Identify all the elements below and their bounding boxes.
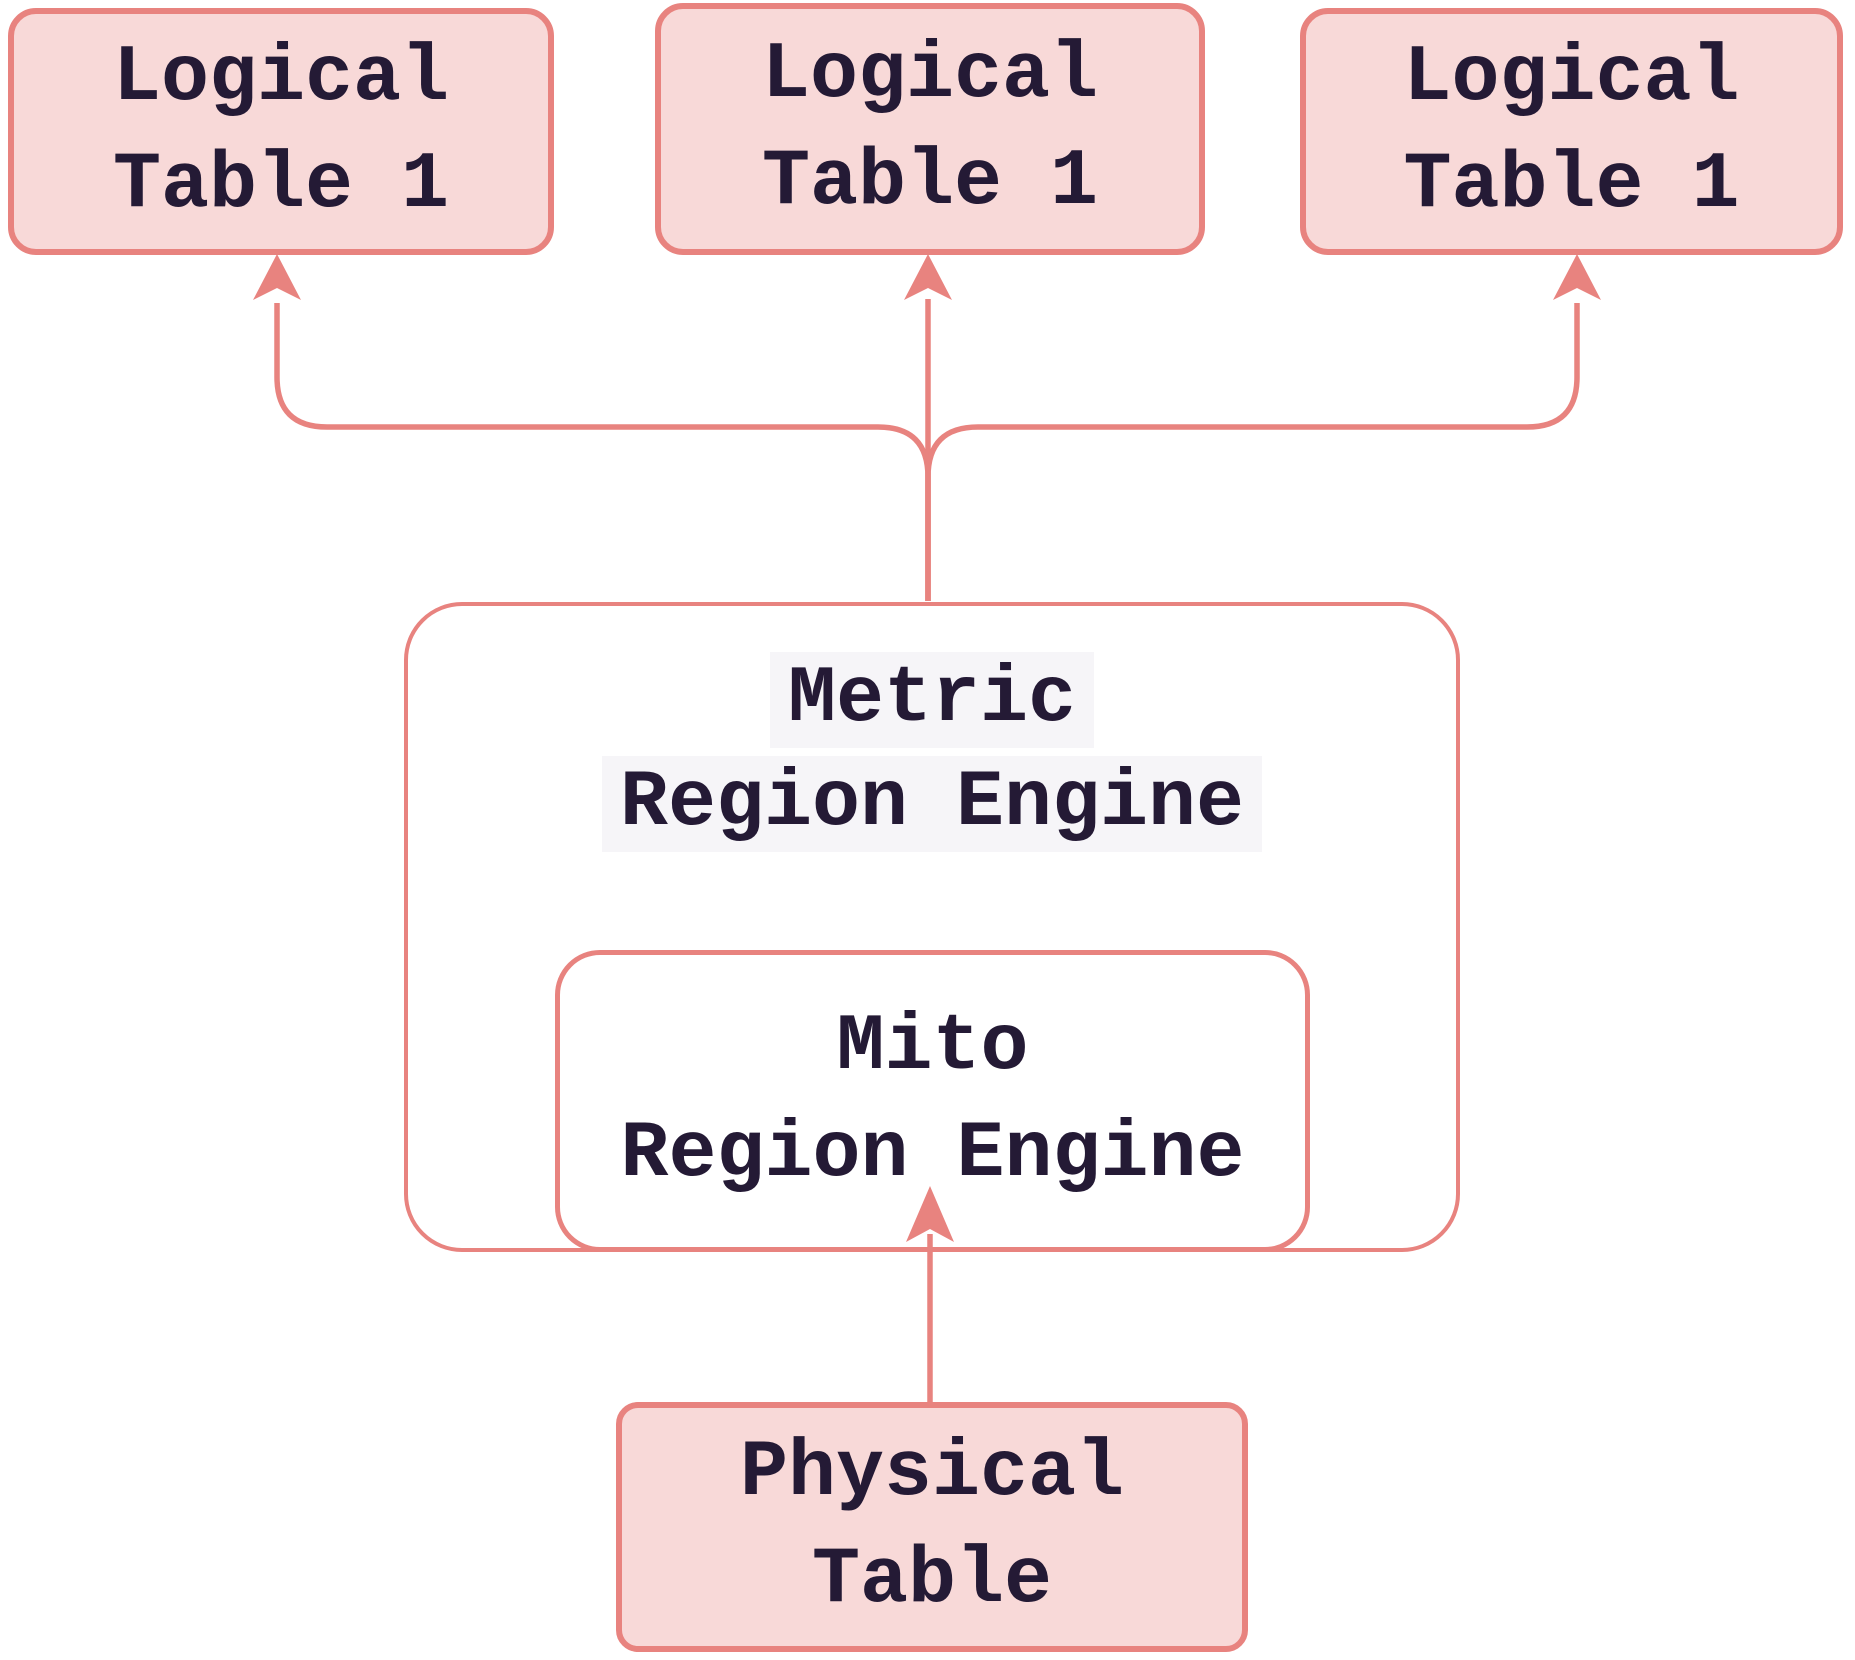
- node-label-line: Metric: [769, 652, 1095, 748]
- node-logical-table-1: Logical Table 1: [8, 8, 554, 255]
- node-label-line: Table 1: [112, 139, 450, 231]
- node-label-line: Logical: [761, 30, 1099, 121]
- node-label-line: Physical: [739, 1428, 1125, 1519]
- arrow-metric-to-logical-1: [253, 254, 931, 601]
- node-mito-region-engine: Mito Region Engine: [555, 950, 1310, 1252]
- node-logical-table-2: Logical Table 1: [655, 3, 1205, 255]
- metric-region-engine-label: Metric Region Engine: [404, 652, 1460, 852]
- node-label-line: Table: [811, 1535, 1053, 1626]
- arrow-metric-to-logical-2: [904, 254, 952, 601]
- node-label-line: Table 1: [1403, 139, 1740, 231]
- node-label-line: Table 1: [761, 137, 1099, 228]
- node-label-line: Region Engine: [601, 756, 1263, 852]
- node-label-line: Region Engine: [620, 1109, 1245, 1200]
- node-logical-table-3: Logical Table 1: [1300, 8, 1843, 255]
- node-label-line: Logical: [112, 32, 450, 124]
- node-label-line: Mito: [836, 1002, 1029, 1093]
- arrow-metric-to-logical-3: [925, 254, 1601, 601]
- node-physical-table: Physical Table: [616, 1402, 1248, 1652]
- node-label-line: Logical: [1403, 32, 1740, 124]
